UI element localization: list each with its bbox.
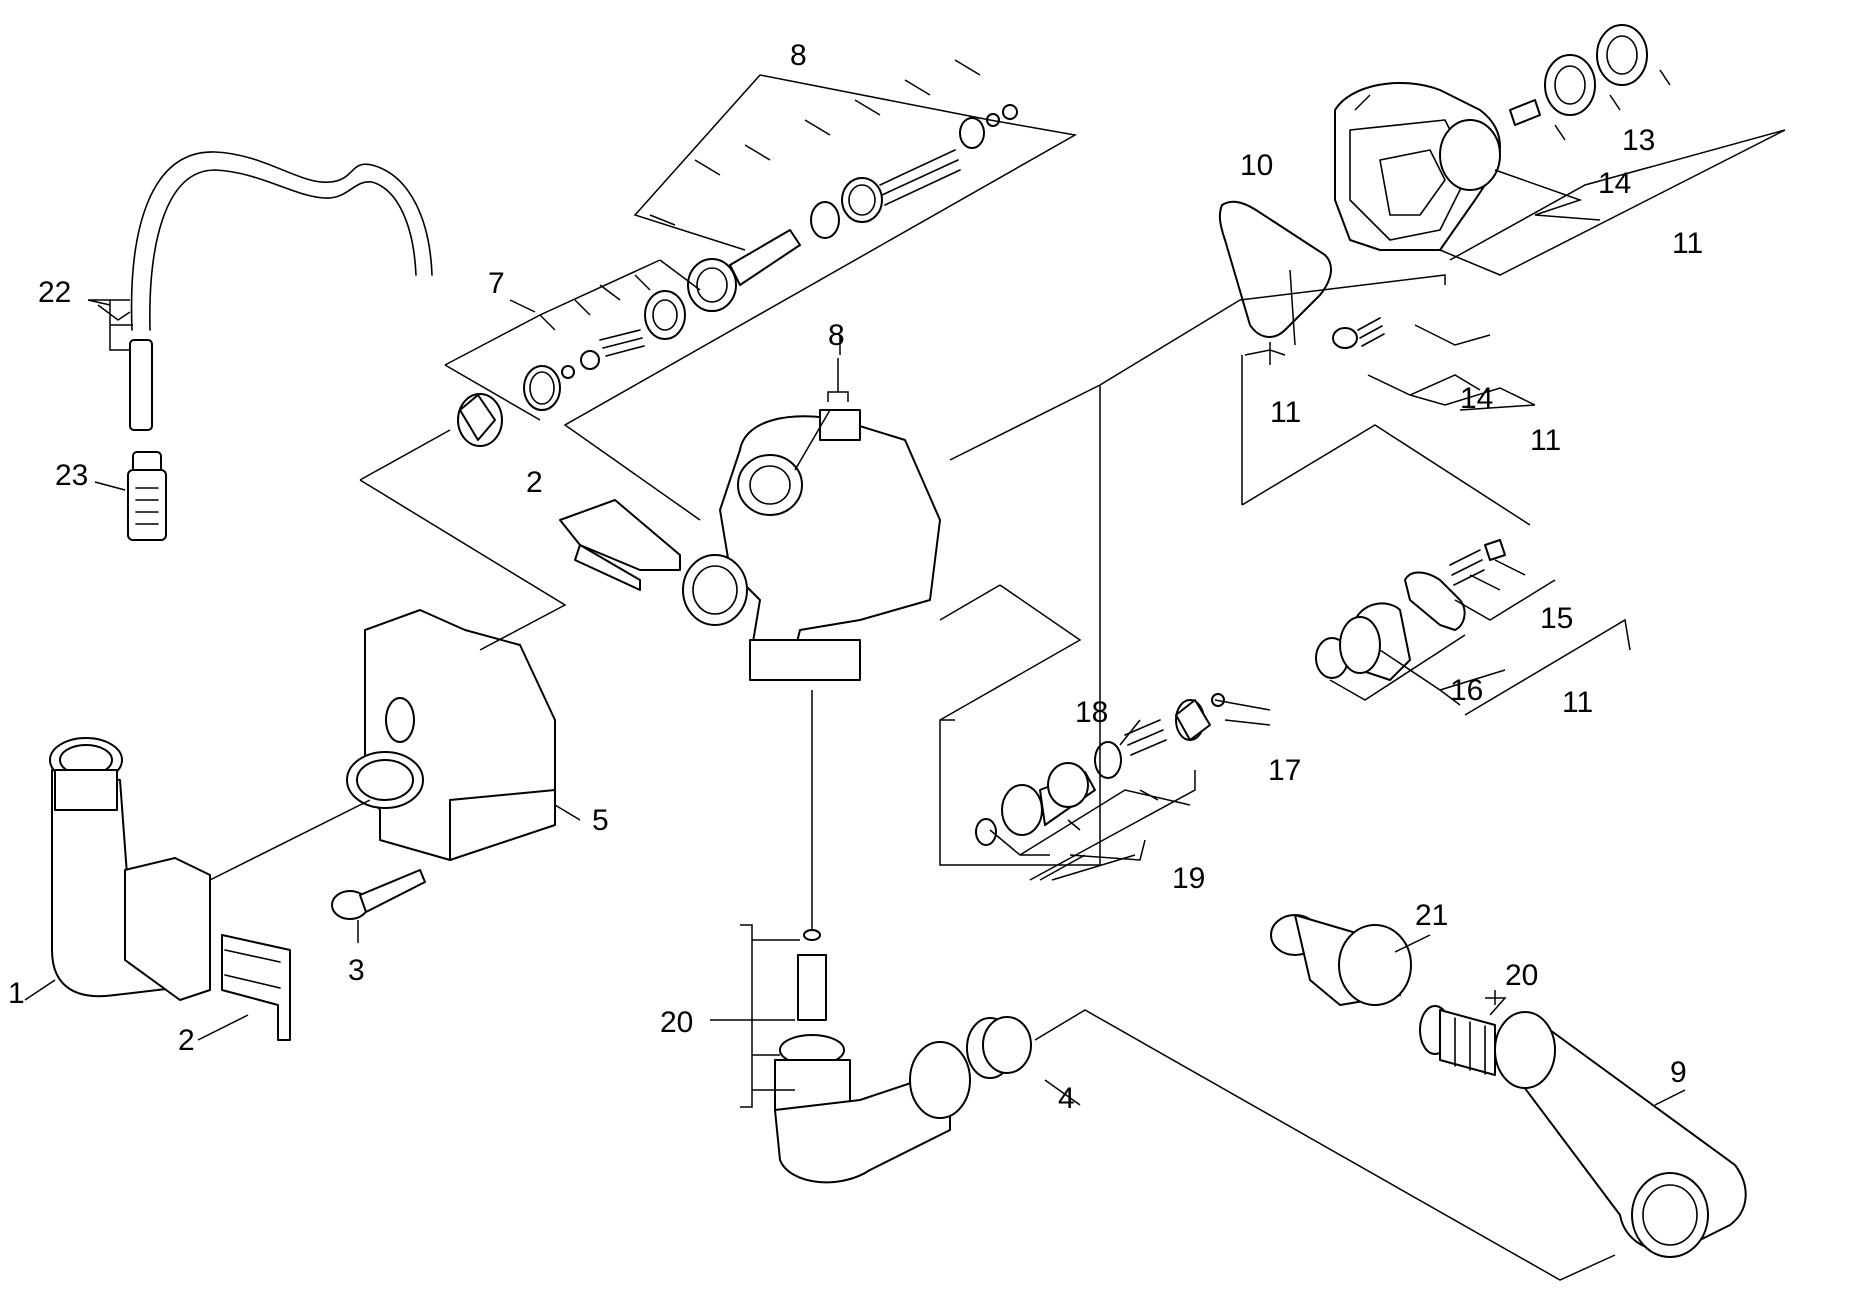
part-2-bracket-lower xyxy=(221,934,291,1041)
part-9-hose xyxy=(1494,1011,1747,1258)
part-14-spring-valve xyxy=(1332,317,1385,349)
label-part-7: 7 xyxy=(488,267,505,300)
part-labels: 1 2 2 3 4 5 7 8 8 9 10 11 11 11 11 13 14… xyxy=(8,39,1703,1115)
part-5-housing xyxy=(346,609,556,861)
leader-lines xyxy=(24,59,1786,1281)
label-part-2: 2 xyxy=(526,466,543,499)
label-part-11: 11 xyxy=(1530,424,1561,457)
label-part-4: 4 xyxy=(1058,1082,1075,1115)
part-4-o-ring xyxy=(982,1016,1032,1074)
label-part-13: 13 xyxy=(1622,124,1655,157)
part-10-triangle-seal xyxy=(1218,200,1332,338)
label-part-19: 19 xyxy=(1172,862,1205,895)
part-16-valve-housing xyxy=(1315,602,1411,681)
label-part-23: 23 xyxy=(55,459,88,492)
label-part-11: 11 xyxy=(1270,396,1301,429)
part-3-screw xyxy=(331,869,426,920)
label-part-11: 11 xyxy=(1562,686,1593,719)
part-2-bracket-upper xyxy=(559,499,681,591)
part-22-hose xyxy=(129,151,433,431)
pump-head xyxy=(682,409,941,681)
label-part-17: 17 xyxy=(1268,754,1301,787)
label-part-21: 21 xyxy=(1415,899,1448,932)
label-part-9: 9 xyxy=(1670,1056,1687,1089)
label-part-1: 1 xyxy=(8,977,25,1010)
label-part-20: 20 xyxy=(1505,959,1538,992)
part-20-lower-assembly xyxy=(774,929,1014,1184)
part-20-hose-filter xyxy=(1419,1005,1496,1076)
label-part-8: 8 xyxy=(790,39,807,72)
label-part-3: 3 xyxy=(348,954,365,987)
label-part-18: 18 xyxy=(1075,696,1108,729)
label-part-16: 16 xyxy=(1450,674,1483,707)
part-7-valve-set xyxy=(457,290,686,447)
label-part-14: 14 xyxy=(1598,167,1631,200)
part-19-o-ring xyxy=(1094,741,1122,779)
part-18-spring xyxy=(1124,719,1167,756)
label-part-11: 11 xyxy=(1672,227,1703,260)
label-part-14: 14 xyxy=(1460,382,1493,415)
label-part-5: 5 xyxy=(592,804,609,837)
part-15-o-ring xyxy=(1404,571,1466,631)
part-21-coupling xyxy=(1270,914,1412,1006)
label-part-8: 8 xyxy=(828,319,845,352)
part-19-valve xyxy=(975,762,1096,846)
label-part-15: 15 xyxy=(1540,602,1573,635)
label-part-2: 2 xyxy=(178,1024,195,1057)
part-13-seal xyxy=(1544,24,1648,116)
label-part-22: 22 xyxy=(38,276,71,309)
part-8-piston-set xyxy=(687,104,1018,312)
part-23-filter xyxy=(127,451,167,541)
label-part-10: 10 xyxy=(1240,149,1273,182)
part-17-seat xyxy=(1175,693,1225,741)
part-11-head-cover xyxy=(1334,81,1541,251)
part-1-elbow xyxy=(49,737,211,1001)
label-part-20: 20 xyxy=(660,1006,693,1039)
part-15-spring-valve xyxy=(1449,539,1506,586)
